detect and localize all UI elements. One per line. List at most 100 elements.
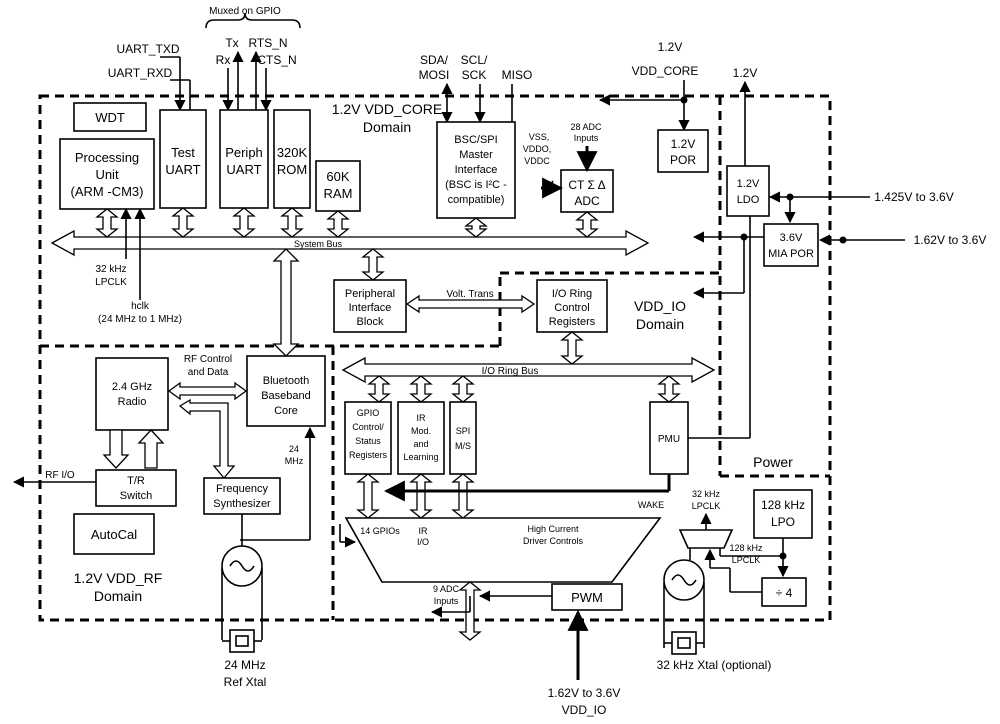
por-label-1: 1.2V — [671, 137, 696, 151]
spi-label-2: M/S — [455, 441, 471, 451]
uart-txd-label: UART_TXD — [116, 42, 179, 56]
ram-bus-connector — [326, 210, 350, 238]
pmu-block — [649, 401, 689, 475]
peripheral-interface-block — [333, 279, 407, 333]
rf-io-label: RF I/O — [45, 470, 75, 481]
tr-switch-label-2: Switch — [120, 490, 152, 502]
bsc-spi-label-2: Master — [459, 149, 493, 161]
mhz-label-1: 24 — [289, 444, 299, 454]
gpio-to-iobus-connector — [367, 375, 391, 403]
bt-label-2: Baseband — [261, 390, 311, 402]
supply-1425-label: 1.425V to 3.6V — [874, 190, 953, 204]
ir-io-label-2: I/O — [417, 537, 429, 547]
gpio-label-3: Status — [355, 436, 381, 446]
adc-label-1: CT Σ Δ — [568, 178, 605, 192]
lpclk128-label-2: LPCLK — [732, 555, 761, 565]
hclk-label-2: (24 MHz to 1 MHz) — [98, 314, 182, 325]
pib-label-1: Peripheral — [345, 288, 395, 300]
system-bus-label: System Bus — [294, 239, 343, 249]
adc-28-inputs-slash — [580, 151, 594, 161]
io-ring-control-block — [536, 279, 608, 333]
lpo-label-1: 128 kHz — [761, 498, 805, 512]
adc-28-inputs-label-2: Inputs — [574, 133, 599, 143]
wdt-label: WDT — [95, 110, 125, 125]
vdd-core-voltage: 1.2V — [658, 40, 683, 54]
lpclk-label-2: LPCLK — [95, 277, 127, 288]
bt-to-synth-arrow — [178, 398, 236, 480]
adc-supply-input-3: VDDC — [524, 156, 550, 166]
sine-24mhz-icon — [229, 560, 255, 572]
sysbus-to-bt-connector — [272, 248, 300, 357]
wake-label: WAKE — [638, 500, 664, 510]
bsc-bus-connector — [464, 217, 488, 238]
pib-label-3: Block — [357, 316, 384, 328]
test-uart-label-1: Test — [171, 145, 195, 160]
cts-n-label: CTS_N — [257, 53, 296, 67]
ir-label-3: and — [413, 439, 428, 449]
adc-label-2: ADC — [574, 194, 600, 208]
rom-label-1: 320K — [277, 145, 308, 160]
ir-label-4: Learning — [403, 452, 438, 462]
processing-unit-label-2: Unit — [95, 167, 119, 182]
por-block — [657, 129, 709, 173]
volt-trans-label: Volt. Trans — [446, 289, 493, 300]
tx-label: Tx — [225, 36, 238, 50]
gpio-to-driver-connector — [356, 473, 380, 519]
supply-162-junction — [839, 236, 847, 244]
io-domain-label-2: Domain — [636, 316, 684, 332]
rom-bus-connector — [280, 207, 304, 238]
io-ring-control-label-2: Control — [554, 302, 589, 314]
test-uart-block — [159, 109, 207, 209]
sck-label: SCK — [462, 68, 487, 82]
bsc-spi-label-1: BSC/SPI — [454, 134, 497, 146]
radio-to-tr-arrow — [102, 429, 130, 469]
io-domain-label: VDD_IO — [634, 298, 686, 314]
pwm-label: PWM — [571, 590, 603, 605]
io-ctrl-to-bus-connector — [560, 331, 584, 365]
mhz-label-2: MHz — [285, 456, 304, 466]
bt-label-1: Bluetooth — [263, 375, 309, 387]
lpo-block — [753, 489, 813, 539]
autocal-block — [73, 513, 155, 555]
rf-domain-label-2: Domain — [94, 588, 142, 604]
ir-module-block — [397, 401, 445, 475]
pib-bus-connector — [361, 248, 385, 281]
tr-switch-label-1: T/R — [127, 475, 145, 487]
adc-supply-input-2: VDDO, — [523, 144, 552, 154]
rf-control-arrow — [167, 381, 248, 401]
ram-label-1: 60K — [326, 169, 349, 184]
test-uart-label-2: UART — [165, 162, 200, 177]
gpio-control-block — [344, 401, 392, 475]
high-current-driver-block — [344, 517, 662, 583]
bsc-spi-label-4: (BSC is I²C - — [445, 179, 507, 191]
vdd-io-supply-label-2: VDD_IO — [562, 703, 607, 717]
system-bus-arrow — [50, 229, 650, 257]
wdt-block — [73, 102, 147, 132]
hclk-label-1: hclk — [131, 301, 150, 312]
io-ring-bus-arrow — [341, 356, 716, 384]
spi-to-iobus-connector — [451, 375, 475, 403]
periph-uart-block — [219, 109, 269, 209]
adc9-label-2: Inputs — [434, 596, 459, 606]
gpio-label-2: Control/ — [352, 422, 384, 432]
bsc-spi-block — [436, 121, 516, 219]
ldo-output-label: 1.2V — [733, 66, 758, 80]
bsc-spi-label-3: Interface — [455, 164, 498, 176]
lpclk-label-1: 32 kHz — [95, 264, 126, 275]
periph-uart-label-1: Periph — [225, 145, 263, 160]
rom-block — [273, 109, 311, 209]
spi-label-1: SPI — [456, 426, 471, 436]
processing-unit-block — [59, 138, 155, 210]
processing-unit-label-3: (ARM -CM3) — [71, 184, 144, 199]
tr-to-radio-arrow — [137, 429, 165, 469]
muxed-on-gpio-label: Muxed on GPIO — [209, 6, 281, 17]
bsc-spi-label-5: compatible) — [448, 194, 505, 206]
ir-label-1: IR — [417, 413, 427, 423]
miso-label: MISO — [502, 68, 533, 82]
ir-to-driver-connector — [409, 473, 433, 519]
gpio-label-1: GPIO — [357, 408, 380, 418]
scl-label: SCL/ — [461, 53, 488, 67]
supply-162-label: 1.62V to 3.6V — [914, 233, 987, 247]
